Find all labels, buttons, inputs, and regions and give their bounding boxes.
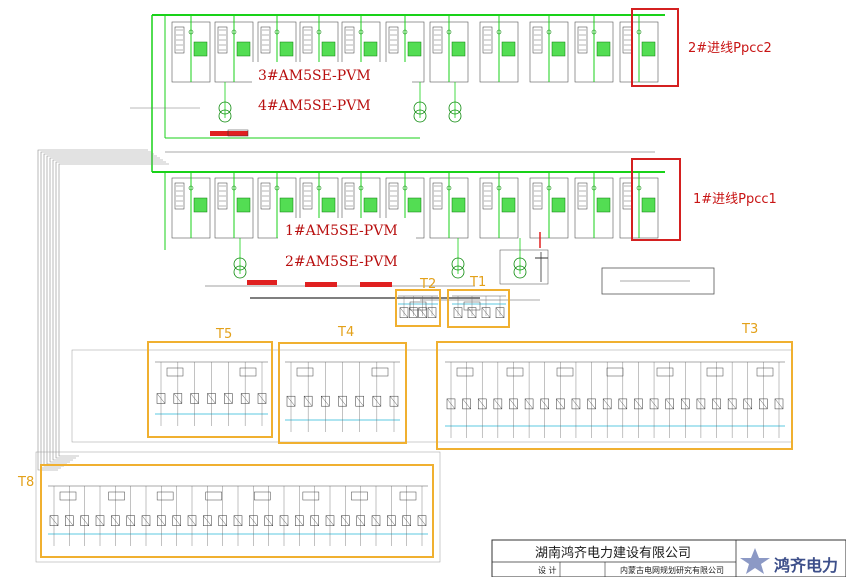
- pv-area-t4: [285, 361, 400, 432]
- area-label-t2: T2: [420, 277, 437, 292]
- inverter-label-2: 2#AM5SE-PVM: [285, 254, 398, 270]
- title-block: [491, 539, 846, 577]
- lower-feeder-drops: [233, 238, 527, 279]
- bundle-wire-5: [49, 157, 160, 463]
- label-panel-upper: [252, 62, 412, 118]
- area-label-t1: T1: [470, 275, 487, 290]
- lower-cabinet-3: [257, 172, 297, 239]
- title-company: 湖南鸿齐电力建设有限公司: [535, 546, 692, 561]
- inverter-label-1: 1#AM5SE-PVM: [285, 223, 398, 239]
- upper-cabinet-8: [479, 16, 519, 83]
- bundle-wire-8: [58, 163, 169, 457]
- callouts: [40, 8, 793, 558]
- upper-cabinet-2: [214, 16, 254, 83]
- pv-area-t8: [48, 485, 428, 546]
- title-design: 设 计: [538, 566, 557, 575]
- upper-cabinet-1: [171, 16, 211, 83]
- title-subcompany: 内蒙古电网规划研究有限公司: [620, 566, 724, 575]
- lower-cabinet-6: [385, 172, 425, 239]
- incoming-line-ppcc1: 1#进线Ppcc1: [693, 192, 777, 207]
- pv-area-t1: [452, 295, 506, 318]
- bundle-wire-2: [40, 151, 151, 469]
- lower-switchgear: [152, 171, 715, 301]
- pv-area-t5: [155, 361, 268, 426]
- lower-cabinet-2: [214, 172, 254, 239]
- lower-transformer-3: [513, 238, 527, 279]
- logo-star-icon: [740, 548, 770, 574]
- pv-area-t3: [445, 361, 785, 438]
- upper-cabinet-7: [429, 16, 469, 83]
- pv-outer-frame: [71, 349, 793, 443]
- incoming-line-ppcc2: 2#进线Ppcc2: [688, 41, 772, 56]
- bundle-wire-7: [55, 161, 166, 459]
- upper-feeder-drops: [218, 82, 462, 123]
- upper-cabinet-10: [574, 16, 614, 83]
- bundle-wire-6: [52, 159, 163, 461]
- upper-cabinet-11: [619, 16, 659, 83]
- upper-transformer-2: [413, 82, 427, 123]
- upper-transformer-1: [218, 82, 232, 123]
- cable-bundle-left: [35, 149, 793, 563]
- pv-string-areas: [48, 295, 785, 546]
- logo: 鸿齐电力: [738, 546, 844, 576]
- label-panel-lower: [278, 218, 416, 276]
- upper-cabinet-9: [529, 16, 569, 83]
- lower-cabinet-11: [619, 172, 659, 239]
- lower-cabinet-9: [529, 172, 569, 239]
- lower-cabinet-8: [479, 172, 519, 239]
- pv-outer-frame-bottom: [35, 451, 441, 563]
- upper-cabinet-4: [299, 16, 339, 83]
- upper-transformer-3: [448, 82, 462, 123]
- area-label-t8: T8: [18, 475, 35, 490]
- pv-area-t2: [398, 295, 438, 318]
- upper-switchgear: [130, 14, 665, 172]
- area-label-t5: T5: [216, 327, 233, 342]
- bundle-wire-4: [46, 155, 157, 465]
- lower-cabinet-7: [429, 172, 469, 239]
- area-label-t3: T3: [742, 322, 759, 337]
- bundle-wire-1: [37, 149, 148, 471]
- lower-cabinet-10: [574, 172, 614, 239]
- lower-transformer-2: [451, 238, 465, 279]
- inverter-label-3: 3#AM5SE-PVM: [258, 68, 371, 84]
- logo-text: 鸿齐电力: [774, 556, 839, 575]
- inverter-label-4: 4#AM5SE-PVM: [258, 98, 371, 114]
- lower-transformer-1: [233, 238, 247, 279]
- lower-cabinet-1: [171, 172, 211, 239]
- bundle-wire-3: [43, 153, 154, 467]
- area-label-t4: T4: [338, 325, 355, 340]
- upper-cabinets: [171, 16, 659, 83]
